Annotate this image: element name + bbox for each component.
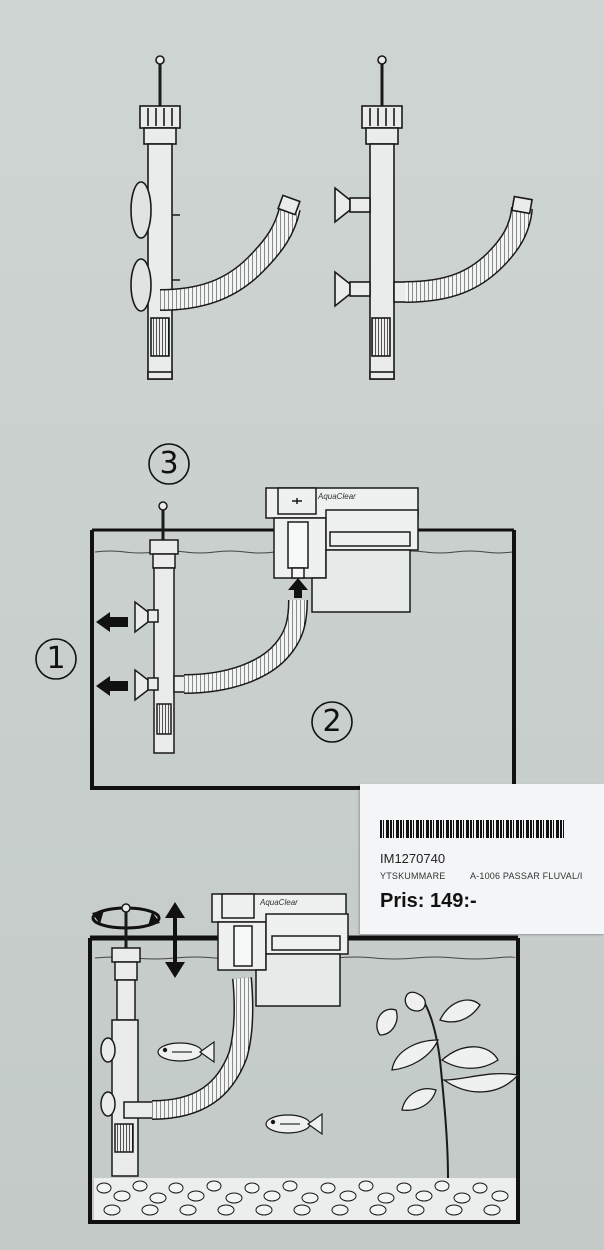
step-2-circle [311, 701, 353, 743]
suction-cup-icon [130, 258, 152, 312]
suction-cup-icon [334, 186, 351, 224]
power-filter [211, 893, 349, 1007]
suction-cup-icon [130, 181, 152, 239]
skimmer-assembled-side [334, 55, 534, 380]
skimmer-assembled-front [130, 55, 301, 380]
suction-cup-icon [100, 1037, 116, 1063]
step-3-number: 3 [159, 446, 179, 481]
price-sticker: IM1270740 YTSKUMMARE A-1006 PASSAR FLUVA… [360, 784, 604, 934]
price-text: Pris: 149:- [380, 890, 477, 912]
filter-brand-label: AquaClear [260, 898, 298, 907]
suction-cup-icon [334, 270, 351, 308]
filter-brand-label: AquaClear [318, 492, 356, 501]
arrow-up-icon [288, 578, 308, 598]
arrow-left-icon [96, 676, 128, 696]
fish-icon [157, 1040, 215, 1064]
step-1-circle [35, 638, 77, 680]
install-scene [35, 443, 516, 790]
arrow-left-icon [96, 612, 128, 632]
step-2-number: 2 [322, 704, 342, 739]
step-1-number: 1 [46, 641, 66, 676]
power-filter [265, 487, 419, 613]
suction-cup-icon [134, 668, 149, 702]
item-name: YTSKUMMARE [380, 871, 446, 881]
suction-cup-icon [100, 1091, 116, 1117]
fish-icon [265, 1112, 323, 1136]
item-description: A-1006 PASSAR FLUVAL/I [470, 871, 583, 881]
suction-cup-icon [134, 600, 149, 634]
barcode-number: IM1270740 [380, 851, 446, 866]
step-3-circle [148, 443, 190, 485]
plant-icon [376, 991, 520, 1179]
adjust-scene [88, 893, 520, 1224]
gravel [94, 1178, 516, 1220]
barcode [380, 820, 566, 838]
